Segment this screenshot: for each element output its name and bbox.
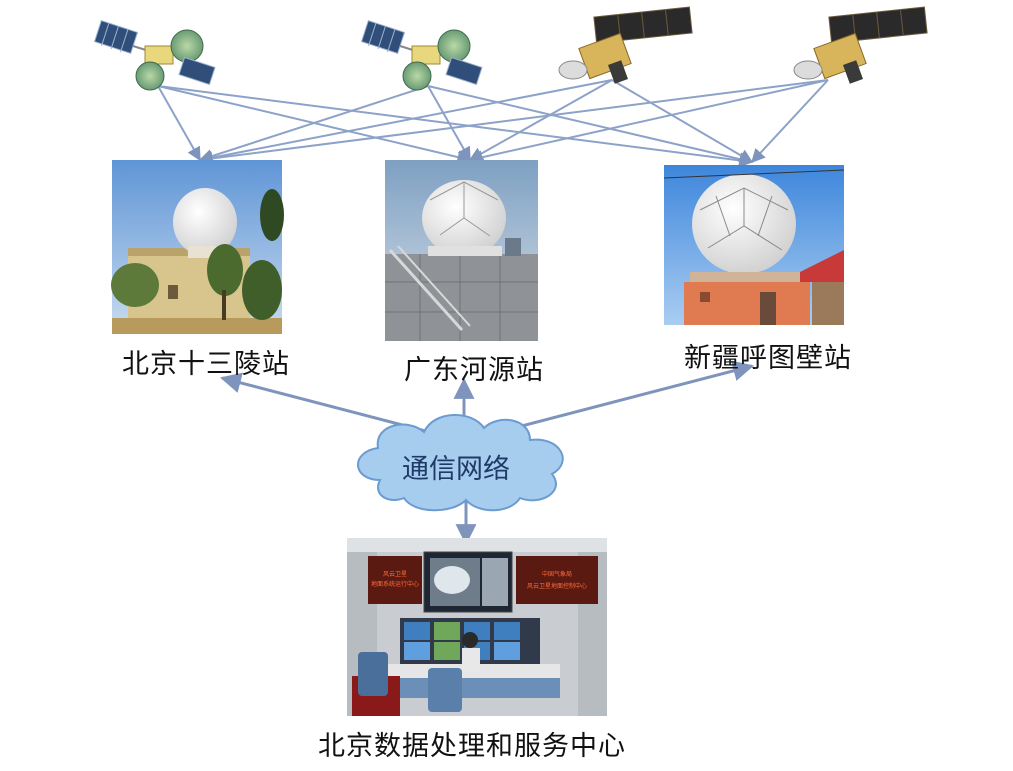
link-sat1-beijing: [157, 85, 201, 162]
screen-right-line1: 中国气象局: [542, 570, 572, 578]
link-sat1-xinjiang: [157, 85, 754, 168]
satellite-icon: [793, 6, 928, 84]
link-sat2-xinjiang: [427, 85, 754, 166]
station-photo-beijing: [111, 160, 284, 334]
station-photo-guangdong: [385, 160, 538, 341]
screen-right-line2: 风云卫星地面控制中心: [527, 582, 587, 590]
station-label-guangdong: 广东河源站: [404, 355, 544, 386]
station-label-xinjiang: 新疆呼图壁站: [684, 343, 852, 374]
link-sat2-guangdong: [427, 85, 471, 162]
link-sat3-xinjiang: [611, 79, 754, 163]
link-sat3-guangdong: [468, 79, 613, 161]
satellite-icon: [93, 20, 216, 91]
link-sat3-beijing: [198, 79, 613, 165]
satellite-icon: [360, 20, 483, 91]
link-sat4-beijing: [198, 79, 829, 166]
network-cloud: 通信网络: [357, 414, 564, 512]
center-label: 北京数据处理和服务中心: [318, 731, 626, 762]
screen-left-line1: 风云卫星: [383, 571, 407, 578]
screen-left-line2: 地面系统运行中心: [371, 580, 419, 588]
center-photo: 风云卫星 地面系统运行中心 中国气象局 风云卫星地面控制中心: [347, 538, 607, 716]
satellite-icon: [558, 6, 693, 84]
network-label: 通信网络: [402, 454, 510, 485]
link-sat4-xinjiang: [751, 79, 829, 164]
station-label-beijing: 北京十三陵站: [122, 349, 290, 380]
station-photo-xinjiang: [663, 165, 845, 325]
satellite-links: [157, 79, 829, 168]
link-sat4-guangdong: [468, 79, 829, 165]
link-sat2-beijing: [198, 85, 429, 163]
